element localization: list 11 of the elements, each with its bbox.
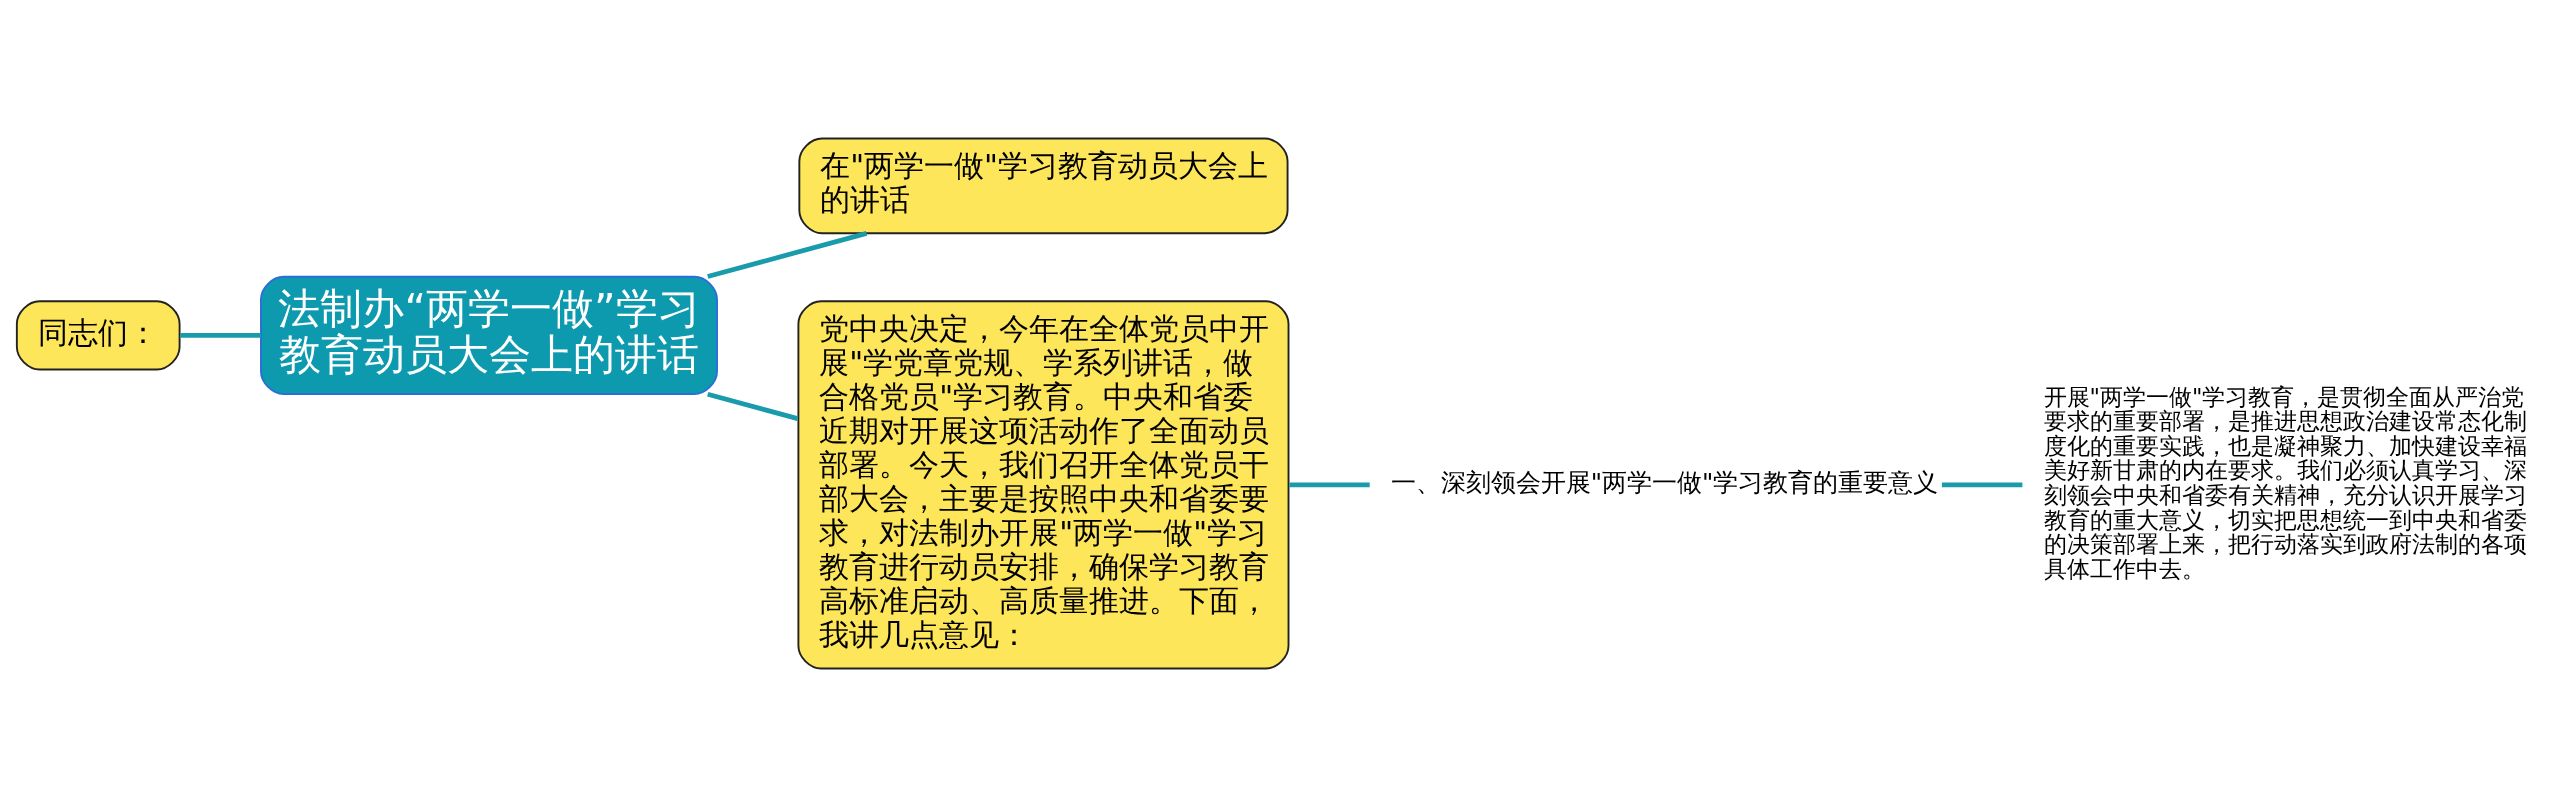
node-box: 法制办“两学一做”学习教育动员大会上的讲话	[260, 275, 718, 395]
connector	[1941, 482, 2023, 488]
node-text: 一、深刻领会开展"两学一做"学习教育的重要意义	[1390, 468, 1939, 498]
node-text: 开展"两学一做"学习教育，是贯彻全面从严治党要求的重要部署，是推进思想政治建设常态化制度化的重要实践，也是凝神聚力、加快建设幸福美好新甘肃的内在要求。我们必须认真学习、深刻领会中央和省委有关精神，充分认识开展学习教育的重大意义，切实把思想统一到中央和省委的决策部署上来，把行动落实到政府法制的各项具体工作中去。	[2043, 383, 2527, 582]
connector	[180, 333, 261, 338]
connector	[1289, 482, 1370, 488]
connector	[707, 391, 799, 421]
node-box: 党中央决定，今年在全体党员中开展"学党章党规、学系列讲话，做合格党员"学习教育。中央和省委近期对开展这项活动作了全面动员部署。今天，我们召开全体党员干部大会，主要是按照中央和省委要求，对法制办开展"两学一做"学习教育进行动员安排，确保学习教育高标准启动、高质量推进。下面，我讲几点意见：	[797, 300, 1290, 670]
node-box: 同志们：	[15, 300, 181, 371]
node-box: 在"两学一做"学习教育动员大会上的讲话	[798, 137, 1289, 235]
connector	[707, 231, 868, 279]
